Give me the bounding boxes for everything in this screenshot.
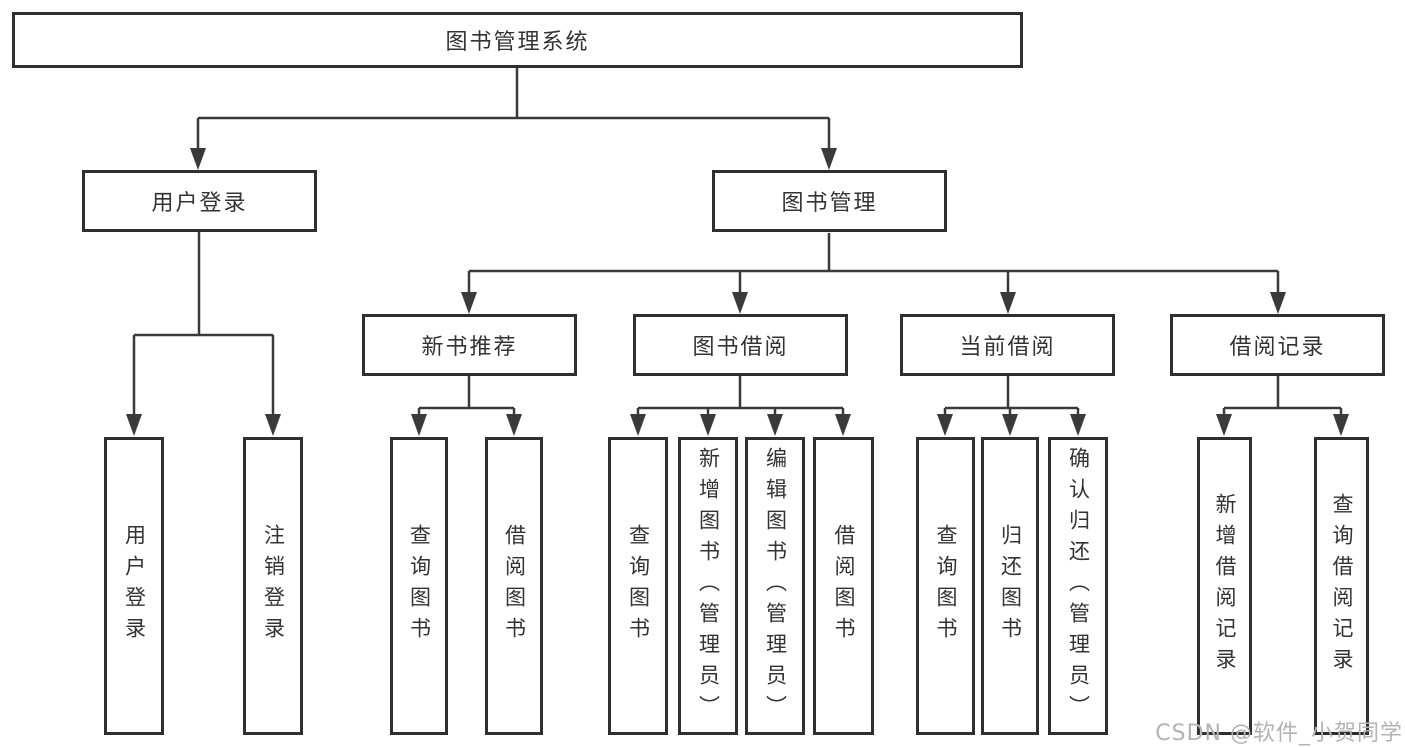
leaf-return-books: 归还图书 xyxy=(981,437,1039,735)
connector-lines xyxy=(132,68,1343,418)
arrowhead-icon xyxy=(630,414,646,436)
leaf-logout: 注销登录 xyxy=(243,437,303,735)
arrowhead-icon xyxy=(937,414,953,436)
arrowhead-icon xyxy=(1002,414,1018,436)
leaf-user-login: 用户登录 xyxy=(104,437,164,735)
node-current-borrowing: 当前借阅 xyxy=(900,314,1115,376)
leaf-confirm-return-admin: 确认归还（管理员） xyxy=(1048,437,1108,735)
leaf-add-books-admin: 新增图书（管理员） xyxy=(678,437,738,735)
arrowhead-icon xyxy=(126,414,142,436)
arrowhead-icon xyxy=(767,414,783,436)
leaf-label: 查询图书 xyxy=(626,524,651,648)
leaf-add-borrow-record: 新增借阅记录 xyxy=(1197,437,1252,735)
arrowhead-icon xyxy=(190,148,206,170)
leaf-label: 新增图书（管理员） xyxy=(696,446,721,726)
arrowhead-icon xyxy=(700,414,716,436)
node-book-borrowing: 图书借阅 xyxy=(633,314,848,376)
leaf-label: 编辑图书（管理员） xyxy=(763,446,788,726)
arrowhead-icon xyxy=(265,414,281,436)
node-new-book-recommendation: 新书推荐 xyxy=(362,314,577,376)
node-book-management: 图书管理 xyxy=(712,170,947,232)
leaf-label: 查询图书 xyxy=(934,524,958,648)
arrowhead-icon xyxy=(506,414,522,436)
leaf-label: 新增借阅记录 xyxy=(1213,493,1237,679)
leaf-query-books-borrowing: 查询图书 xyxy=(608,437,668,735)
leaf-label: 查询借阅记录 xyxy=(1330,493,1354,679)
leaf-label: 确认归还（管理员） xyxy=(1066,446,1091,726)
arrowhead-icon xyxy=(835,414,851,436)
arrowhead-icon xyxy=(1333,414,1349,436)
node-user-login: 用户登录 xyxy=(82,170,317,232)
arrowhead-icon xyxy=(411,414,427,436)
arrowhead-icons xyxy=(126,148,1349,436)
leaf-query-borrow-record: 查询借阅记录 xyxy=(1314,437,1369,735)
arrowhead-icon xyxy=(1070,414,1086,436)
leaf-label: 查询图书 xyxy=(407,524,432,648)
arrowhead-icon xyxy=(732,292,748,314)
leaf-borrow-books-recommend: 借阅图书 xyxy=(485,437,543,735)
leaf-label: 归还图书 xyxy=(998,524,1023,648)
leaf-label: 用户登录 xyxy=(122,524,147,648)
leaf-query-books-current: 查询图书 xyxy=(916,437,975,735)
arrowhead-icon xyxy=(1270,292,1286,314)
leaf-query-books-recommend: 查询图书 xyxy=(390,437,448,735)
arrowhead-icon xyxy=(461,292,477,314)
leaf-label: 借阅图书 xyxy=(502,524,527,648)
arrowhead-icon xyxy=(1216,414,1232,436)
leaf-label: 借阅图书 xyxy=(832,524,856,648)
csdn-watermark: CSDN @软件_小贺同学 xyxy=(1155,721,1403,746)
arrowhead-icon xyxy=(1000,292,1016,314)
leaf-label: 注销登录 xyxy=(261,524,286,648)
leaf-borrow-books: 借阅图书 xyxy=(813,437,874,735)
arrowhead-icon xyxy=(821,148,837,170)
node-borrowing-records: 借阅记录 xyxy=(1170,314,1385,376)
leaf-edit-books-admin: 编辑图书（管理员） xyxy=(745,437,805,735)
node-library-management-system: 图书管理系统 xyxy=(12,12,1023,68)
